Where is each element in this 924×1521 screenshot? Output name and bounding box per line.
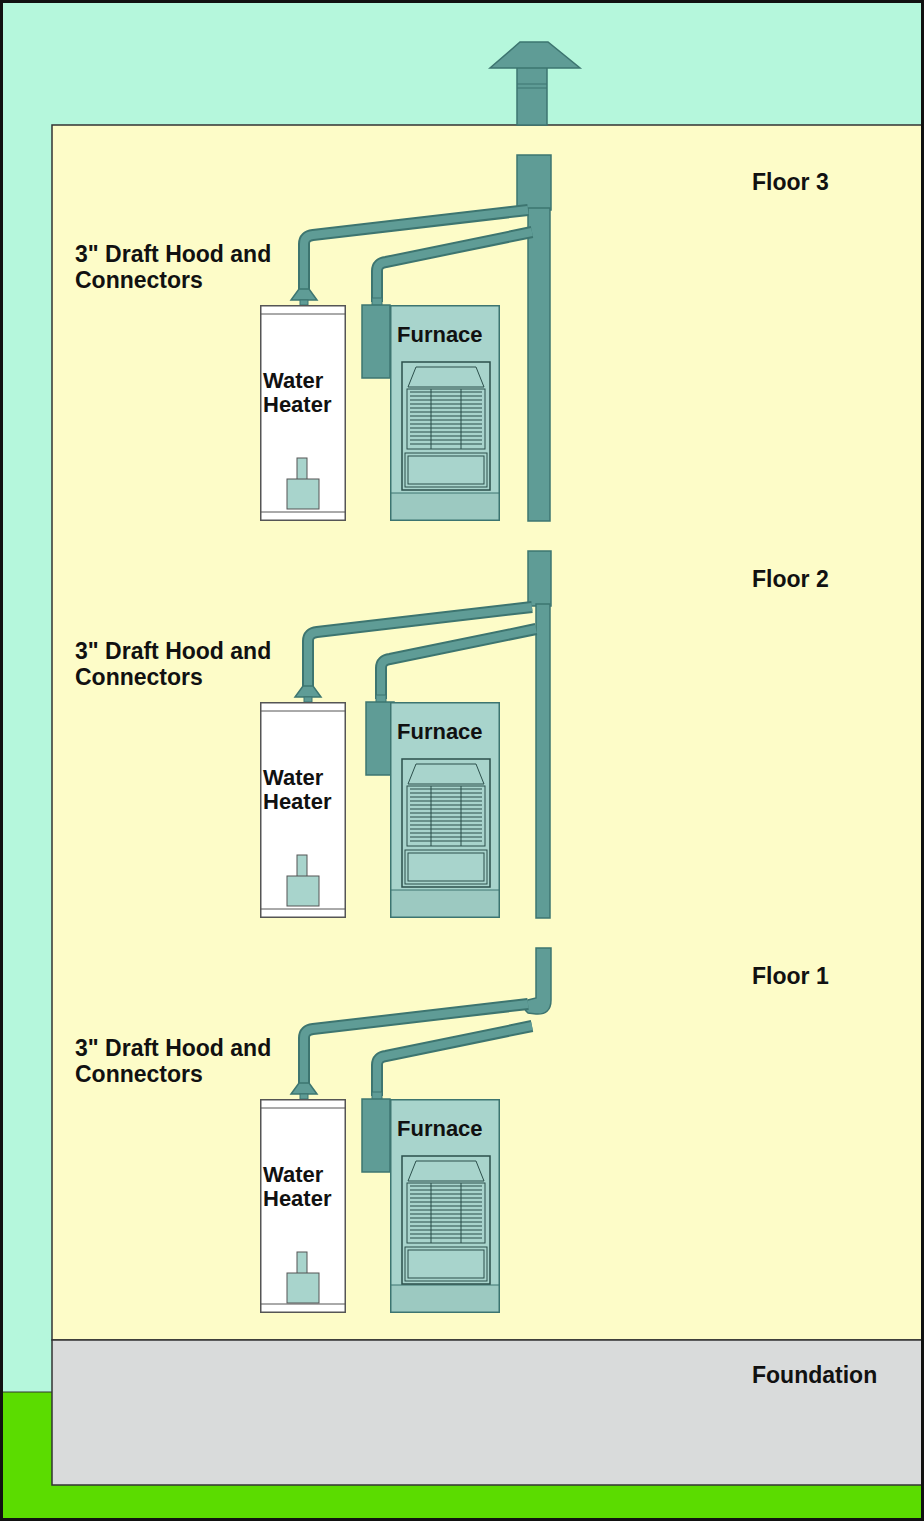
floor-label: Floor 1: [752, 963, 912, 989]
callout-label: 3" Draft Hood and Connectors: [75, 241, 280, 294]
node-label: Water Heater: [263, 1163, 344, 1211]
node-label: Foundation: [752, 1363, 924, 1388]
node-label: Water Heater: [263, 369, 344, 417]
water-heater: Water Heater: [260, 1099, 346, 1313]
floor-label: Floor 3: [752, 169, 912, 195]
callout-label: 3" Draft Hood and Connectors: [75, 1035, 280, 1088]
node-label: Water Heater: [263, 766, 344, 814]
callout-label: 3" Draft Hood and Connectors: [75, 638, 280, 691]
foundation-detail: [52, 1340, 924, 1485]
furnace-unit: Furnace: [390, 1099, 500, 1313]
node-label: Furnace: [397, 323, 498, 347]
water-heater: Water Heater: [260, 702, 346, 918]
node-label: Furnace: [397, 1117, 498, 1141]
node-label: Furnace: [397, 720, 498, 744]
furnace-unit: Furnace: [390, 702, 500, 918]
foundation-band: Foundation: [52, 1340, 924, 1485]
water-heater: Water Heater: [260, 305, 346, 521]
floor-label: Floor 2: [752, 566, 912, 592]
furnace-unit: Furnace: [390, 305, 500, 521]
